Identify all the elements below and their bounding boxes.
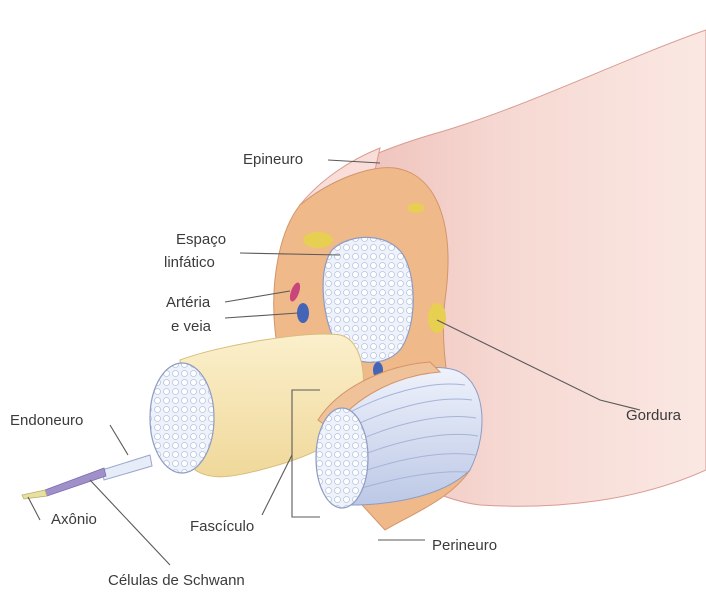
fat-deposit-3	[408, 203, 424, 213]
fat-deposit-2	[428, 303, 446, 333]
leader-axonio	[28, 497, 40, 520]
label-arteria-line1: Artéria	[166, 294, 211, 311]
endoneurium-tube	[102, 455, 152, 480]
leader-schwann	[90, 480, 170, 565]
label-gordura: Gordura	[626, 407, 682, 424]
label-epineuro: Epineuro	[243, 151, 303, 168]
axon-tip	[22, 490, 47, 499]
label-fasciculo: Fascículo	[190, 518, 254, 535]
label-endoneuro: Endoneuro	[10, 412, 83, 429]
fat-deposit-1	[303, 232, 333, 248]
vein-shape	[297, 303, 309, 323]
label-perineuro: Perineuro	[432, 537, 497, 554]
axon-fiber	[45, 468, 106, 496]
label-espaco-line2: linfático	[164, 254, 215, 271]
label-espaco-line1: Espaço	[176, 231, 226, 248]
label-celulas-schwann: Células de Schwann	[108, 572, 245, 589]
front-fascicle-end	[150, 363, 214, 473]
label-arteria-line2: e veia	[171, 318, 212, 335]
label-axonio: Axônio	[51, 511, 97, 528]
lower-fascicle-end	[316, 408, 368, 508]
leader-endoneuro	[110, 425, 128, 455]
